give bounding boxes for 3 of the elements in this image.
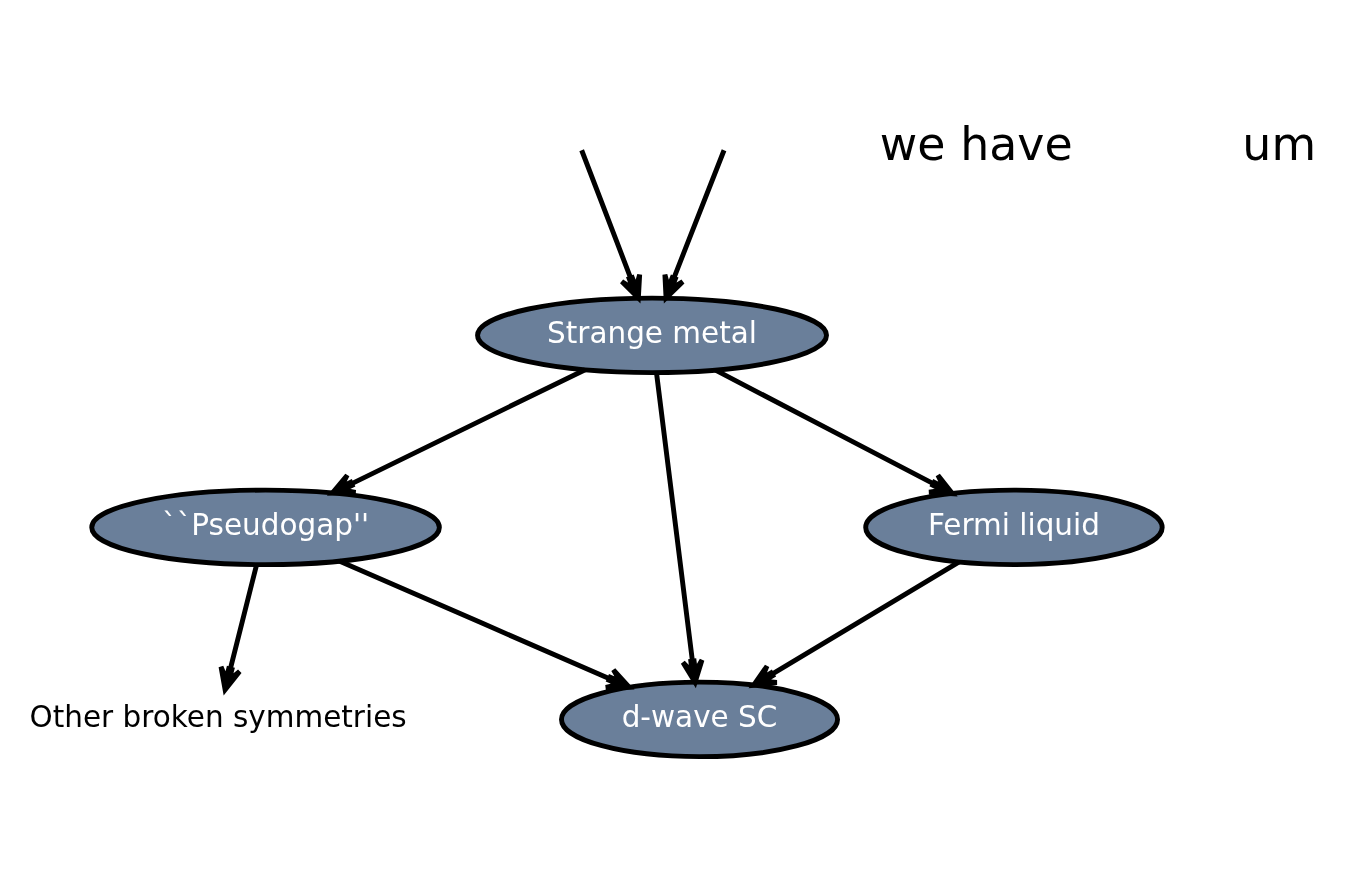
label: um <box>1242 116 1317 171</box>
label: we have <box>879 116 1073 171</box>
node-text: Other broken symmetries <box>29 699 407 734</box>
